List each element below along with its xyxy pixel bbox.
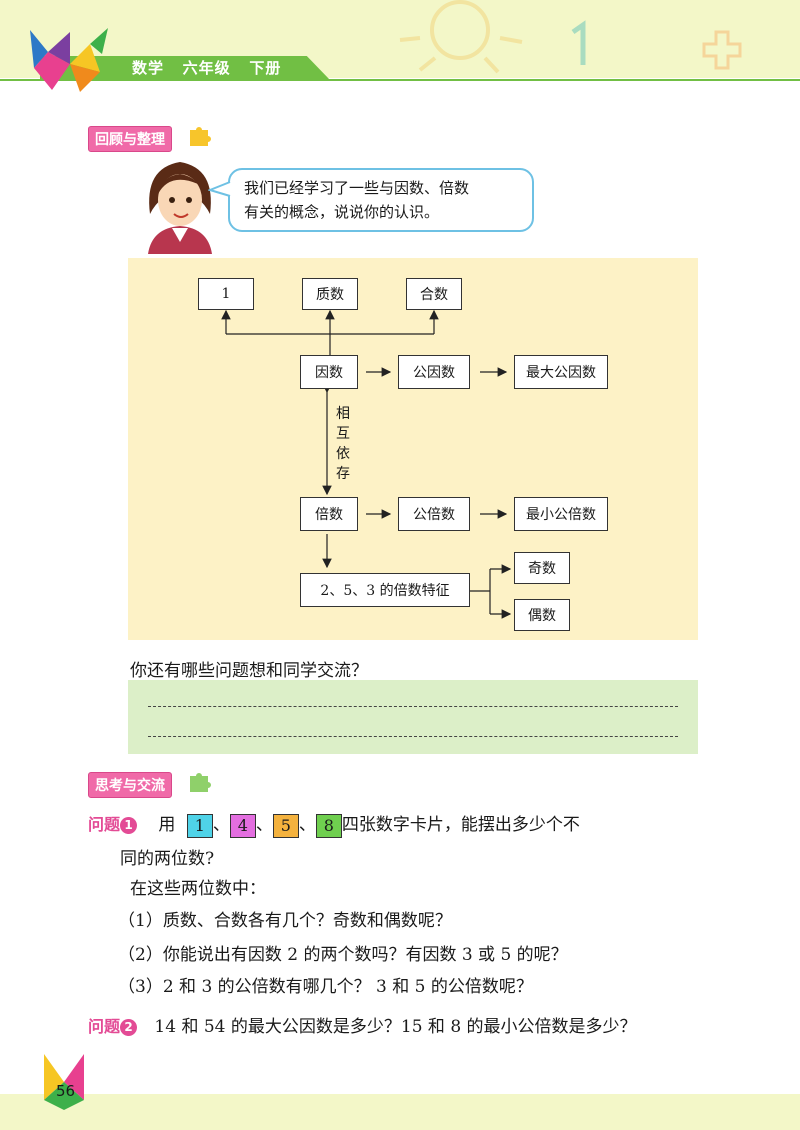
- box-divisibility-features: 2、5、3 的倍数特征: [300, 573, 470, 607]
- puzzle-piece-icon: [190, 127, 211, 146]
- dependency-char: 依: [336, 446, 350, 462]
- speech-line-2: 有关的概念，说说你的认识。: [244, 203, 440, 221]
- answer-line: [148, 706, 678, 707]
- question-number-badge: 2: [120, 1019, 138, 1036]
- box-factor: 因数: [300, 355, 358, 389]
- dependency-char: 存: [336, 466, 350, 482]
- question-1-line-2: 同的两位数?: [120, 849, 215, 869]
- sun-doodle-icon: [399, 0, 523, 74]
- question-1-use: 用: [158, 815, 176, 835]
- separator: 、: [212, 815, 230, 835]
- digit-card: 5: [272, 813, 299, 838]
- concept-diagram: 1 质数 合数 因数 公因数 最大公因数 相 互 依 存 倍数 公倍数 最小公倍…: [128, 258, 698, 640]
- question-1-text: 四张数字卡片，能摆出多少个不: [341, 815, 580, 835]
- box-common-factor: 公因数: [398, 355, 470, 389]
- page-corner-tangram-icon: [44, 1054, 84, 1110]
- question-1-intro: 在这些两位数中：: [130, 879, 266, 899]
- box-odd: 奇数: [514, 552, 570, 584]
- answer-line: [148, 736, 678, 737]
- question-number-badge: 1: [120, 817, 138, 834]
- tangram-logo-icon: [30, 28, 108, 92]
- dependency-char: 互: [336, 426, 350, 442]
- sub-question-2: （2）你能说出有因数 2 的两个数吗？有因数 3 或 5 的呢？: [118, 945, 568, 965]
- question-label: 问题: [88, 1017, 121, 1036]
- book-title: 数学 六年级 下册: [132, 59, 282, 77]
- page-number: 56: [56, 1082, 76, 1100]
- header-line: [0, 79, 800, 81]
- plus-doodle-icon: [702, 30, 742, 70]
- box-multiple: 倍数: [300, 497, 358, 531]
- speech-bubble-tail: [208, 181, 231, 197]
- box-greatest-common-factor: 最大公因数: [514, 355, 608, 389]
- digit-card: 4: [229, 813, 256, 838]
- sub-question-1: （1）质数、合数各有几个？奇数和偶数呢？: [118, 911, 452, 931]
- answer-area: [128, 680, 698, 754]
- box-composite: 合数: [406, 278, 462, 310]
- separator: 、: [255, 815, 273, 835]
- speech-bubble: 我们已经学习了一些与因数、倍数 有关的概念，说说你的认识。: [228, 168, 534, 232]
- diagram-connectors: [221, 309, 512, 619]
- number-one-doodle-icon: [571, 20, 586, 65]
- puzzle-piece-icon: [190, 773, 211, 792]
- question-label: 问题: [88, 815, 121, 834]
- footer-background: [0, 1094, 800, 1130]
- mutual-dependency-label: 相 互 依 存: [334, 404, 352, 484]
- box-least-common-multiple: 最小公倍数: [514, 497, 608, 531]
- question-2-text: 14 和 54 的最大公因数是多少？15 和 8 的最小公倍数是多少？: [154, 1017, 637, 1037]
- box-even: 偶数: [514, 599, 570, 631]
- sub-question-3: （3）2 和 3 的公倍数有哪几个？ 3 和 5 的公倍数呢？: [118, 977, 533, 997]
- box-prime: 质数: [302, 278, 358, 310]
- speech-line-1: 我们已经学习了一些与因数、倍数: [244, 179, 470, 197]
- section-label-review: 回顾与整理: [88, 126, 172, 152]
- box-common-multiple: 公倍数: [398, 497, 470, 531]
- separator: 、: [298, 815, 316, 835]
- section-label-think: 思考与交流: [88, 772, 172, 798]
- dependency-char: 相: [336, 406, 350, 422]
- question-prompt: 你还有哪些问题想和同学交流？: [130, 661, 368, 681]
- digit-card: 1: [186, 813, 213, 838]
- digit-card: 8: [315, 813, 342, 838]
- box-one: 1: [198, 278, 254, 310]
- teacher-avatar: [148, 162, 212, 254]
